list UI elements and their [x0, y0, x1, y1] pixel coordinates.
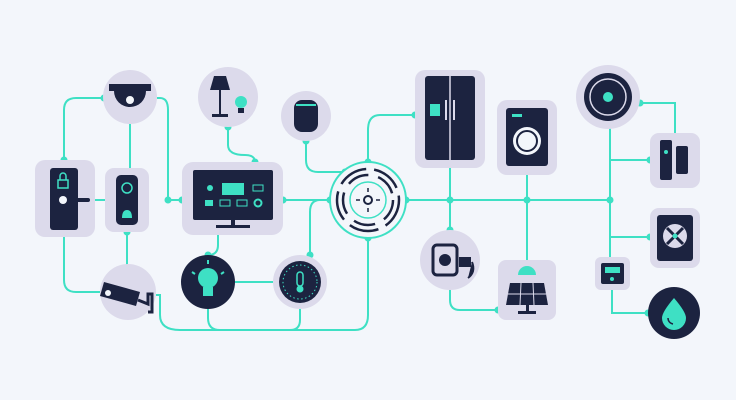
washing-machine[interactable] [497, 100, 557, 175]
smart-tv[interactable] [182, 162, 283, 235]
doorbell-icon [121, 182, 133, 218]
robot-vacuum[interactable] [576, 65, 640, 129]
solar-panel-icon [506, 266, 548, 314]
thermostat-icon [279, 261, 321, 303]
lamp-icon [210, 76, 247, 117]
smart-lock[interactable] [35, 160, 95, 237]
security-camera[interactable] [100, 264, 156, 320]
washer-icon [506, 108, 548, 166]
water-meter[interactable] [595, 257, 630, 290]
fridge-icon [425, 76, 475, 160]
thermostat[interactable] [273, 255, 327, 309]
water-drop-icon [662, 298, 686, 330]
dome-camera[interactable] [103, 70, 157, 124]
robot-vacuum-icon [584, 73, 632, 121]
dome-camera-icon [109, 84, 151, 107]
connections [63, 97, 676, 331]
smart-speaker[interactable] [281, 91, 331, 141]
security-camera-icon [100, 282, 154, 314]
door-sensor[interactable] [650, 133, 700, 188]
meter-icon [601, 263, 624, 284]
tv-icon [193, 170, 273, 228]
refrigerator[interactable] [415, 70, 485, 168]
solar-panel[interactable] [498, 260, 556, 320]
smart-plug[interactable] [420, 230, 480, 290]
hub-icon [335, 167, 401, 233]
lamp-and-bulb[interactable] [198, 67, 258, 127]
video-doorbell[interactable] [105, 168, 149, 232]
plug-icon [431, 243, 475, 279]
fan-icon [657, 215, 693, 261]
central-hub[interactable] [329, 161, 407, 239]
air-vent[interactable] [650, 208, 700, 268]
lightbulb-icon [191, 260, 225, 296]
door-lock-icon [57, 172, 69, 189]
door-sensor-icon [660, 140, 688, 180]
water-sensor[interactable] [648, 287, 700, 339]
smart-bulb[interactable] [181, 255, 235, 309]
speaker-icon [294, 100, 318, 132]
